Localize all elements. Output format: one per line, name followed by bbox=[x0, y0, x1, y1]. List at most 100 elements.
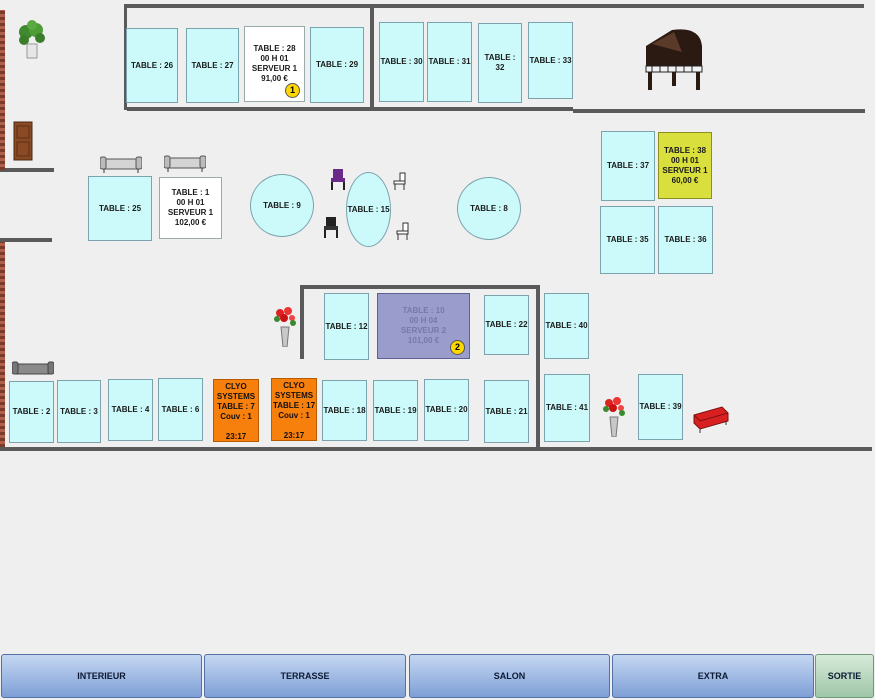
table-8[interactable]: TABLE : 8 bbox=[457, 177, 521, 240]
table-label-line: TABLE : 33 bbox=[529, 55, 572, 65]
table-label-line: 91,00 € bbox=[261, 74, 288, 83]
table-label-line: TABLE : 21 bbox=[485, 406, 528, 416]
table-41[interactable]: TABLE : 41 bbox=[544, 374, 590, 442]
wall bbox=[300, 285, 540, 289]
table-label-line: TABLE : 2 bbox=[12, 407, 51, 416]
table-label-line: 23:17 bbox=[225, 432, 247, 441]
server-badge: 1 bbox=[285, 83, 300, 98]
salon-button[interactable]: SALON bbox=[409, 654, 610, 698]
table-label-line: TABLE : 25 bbox=[98, 203, 142, 213]
brick-wall bbox=[0, 10, 5, 170]
table-39[interactable]: TABLE : 39 bbox=[638, 374, 683, 440]
wall bbox=[536, 285, 540, 450]
table-label-line: TABLE : 17 bbox=[272, 401, 316, 410]
table-40[interactable]: TABLE : 40 bbox=[544, 293, 589, 359]
table-30[interactable]: TABLE : 30 bbox=[379, 22, 424, 102]
table-label-line: 00 H 01 bbox=[260, 54, 289, 63]
table-label-line: TABLE : 28 bbox=[253, 44, 296, 53]
table-label-line: TABLE : 8 bbox=[470, 203, 508, 213]
wall bbox=[573, 109, 865, 113]
table-29[interactable]: TABLE : 29 bbox=[310, 27, 364, 103]
table-label-line: TABLE : 9 bbox=[263, 200, 301, 210]
table-36[interactable]: TABLE : 36 bbox=[658, 206, 713, 274]
table-label-line: 102,00 € bbox=[174, 218, 207, 227]
chair-icon bbox=[324, 217, 338, 238]
terrasse-button[interactable]: TERRASSE bbox=[204, 654, 406, 698]
wall bbox=[0, 238, 52, 242]
table-label-line: SERVEUR 1 bbox=[167, 208, 214, 217]
sofa-icon bbox=[164, 155, 206, 172]
table-20[interactable]: TABLE : 20 bbox=[424, 379, 469, 441]
table-label-line: TABLE : 30 bbox=[380, 57, 423, 66]
table-label-line: TABLE : 41 bbox=[545, 403, 589, 412]
table-label-line: CLYO bbox=[225, 382, 247, 391]
table-19[interactable]: TABLE : 19 bbox=[373, 380, 418, 441]
extra-button[interactable]: EXTRA bbox=[612, 654, 814, 698]
table-label-line: TABLE : 10 bbox=[402, 306, 445, 315]
table-label-line: TABLE : 6 bbox=[161, 404, 200, 414]
table-label-line: 101,00 € bbox=[407, 336, 440, 345]
table-26[interactable]: TABLE : 26 bbox=[126, 28, 178, 103]
table-18[interactable]: TABLE : 18 bbox=[322, 380, 367, 441]
table-label-line: TABLE : 4 bbox=[111, 405, 150, 414]
table-label-line: TABLE : 3 bbox=[60, 406, 98, 416]
chair-icon bbox=[393, 172, 406, 190]
table-27[interactable]: TABLE : 27 bbox=[186, 28, 239, 103]
table-3[interactable]: TABLE : 3 bbox=[57, 380, 101, 443]
wall bbox=[370, 6, 374, 110]
table-label-line: SYSTEMS bbox=[216, 392, 256, 401]
wall bbox=[0, 447, 872, 451]
table-label-line: TABLE : 12 bbox=[325, 321, 368, 331]
table-label-line: TABLE : 22 bbox=[485, 320, 528, 329]
wall bbox=[0, 168, 54, 172]
table-label-line: TABLE : 26 bbox=[130, 60, 174, 70]
table-2[interactable]: TABLE : 2 bbox=[9, 381, 54, 443]
sofa-icon bbox=[12, 361, 54, 375]
table-label-line: 00 H 04 bbox=[409, 316, 438, 325]
plant-icon bbox=[19, 20, 45, 59]
table-37[interactable]: TABLE : 37 bbox=[601, 131, 655, 201]
piano-icon bbox=[645, 29, 703, 90]
table-21[interactable]: TABLE : 21 bbox=[484, 380, 529, 443]
table-label-line: TABLE : 40 bbox=[545, 321, 588, 330]
table-label-line: TABLE : 31 bbox=[428, 57, 471, 66]
table-22[interactable]: TABLE : 22 bbox=[484, 295, 529, 355]
table-31[interactable]: TABLE : 31 bbox=[427, 22, 472, 102]
table-33[interactable]: TABLE : 33 bbox=[528, 22, 573, 99]
wall bbox=[124, 4, 864, 8]
table-9[interactable]: TABLE : 9 bbox=[250, 174, 314, 237]
interieur-button[interactable]: INTERIEUR bbox=[1, 654, 202, 698]
table-label-line: TABLE : 18 bbox=[323, 405, 366, 415]
table-32[interactable]: TABLE : 32 bbox=[478, 23, 522, 103]
table-25[interactable]: TABLE : 25 bbox=[88, 176, 152, 241]
flower-vase-icon bbox=[603, 397, 625, 437]
wall bbox=[127, 107, 573, 111]
sofa-icon bbox=[100, 156, 142, 173]
table-label-line: 23:17 bbox=[283, 431, 305, 440]
brick-wall bbox=[0, 242, 5, 447]
table-label-line: TABLE : 1 bbox=[171, 188, 210, 197]
sortie-button[interactable]: SORTIE bbox=[815, 654, 874, 698]
table-label-line: 00 H 01 bbox=[670, 155, 700, 165]
table-4[interactable]: TABLE : 4 bbox=[108, 379, 153, 441]
table-label-line: CLYO bbox=[283, 381, 305, 390]
table-12[interactable]: TABLE : 12 bbox=[324, 293, 369, 360]
table-label-line: TABLE : 19 bbox=[374, 405, 417, 415]
chair-icon bbox=[396, 222, 409, 240]
table-label-line: SERVEUR 1 bbox=[662, 165, 708, 175]
table-6[interactable]: TABLE : 6 bbox=[158, 378, 203, 441]
table-15[interactable]: TABLE : 15 bbox=[346, 172, 391, 247]
table-label-line: SERVEUR 1 bbox=[251, 64, 298, 73]
table-label-line bbox=[293, 421, 295, 431]
table-label-line: TABLE : 20 bbox=[425, 405, 468, 414]
table-label-line: TABLE : 29 bbox=[315, 60, 359, 69]
table-35[interactable]: TABLE : 35 bbox=[600, 206, 655, 274]
table-label-line: TABLE : 15 bbox=[347, 204, 390, 214]
table-label-line: SYSTEMS bbox=[274, 391, 314, 400]
